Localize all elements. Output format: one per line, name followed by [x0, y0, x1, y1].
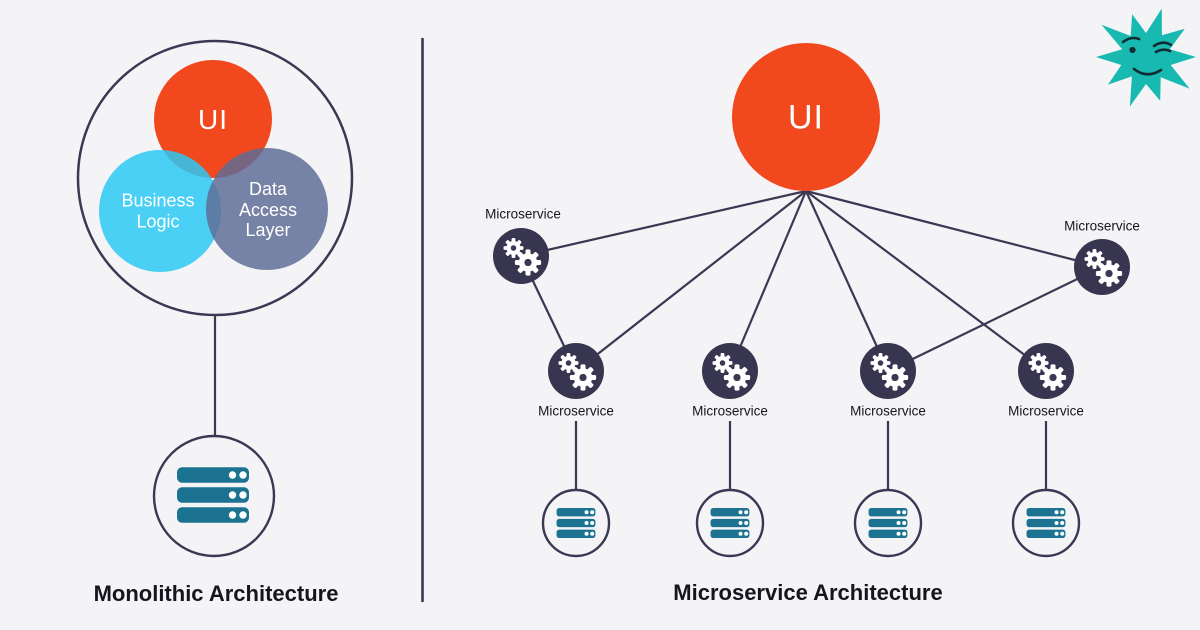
- edge-ui-to-mid2: [728, 190, 808, 372]
- business-logic-label: Business Logic: [121, 190, 195, 231]
- microservice-label-top-left: Microservice: [485, 206, 561, 222]
- microservice-node-mid-1: [548, 343, 604, 399]
- edge-ui-to-mid4: [805, 190, 1047, 372]
- monolith-ui-label: UI: [198, 104, 228, 135]
- microservice-ui-label: UI: [788, 98, 824, 137]
- mascot-face: [1121, 36, 1173, 76]
- microservice-label-top-right: Microservice: [1064, 218, 1140, 234]
- edge-topright-to-mid3: [887, 266, 1103, 372]
- monolith-database: [152, 434, 276, 558]
- data-access-circle: [206, 148, 328, 270]
- microservice-node-mid-3: [860, 343, 916, 399]
- monolithic-title: Monolithic Architecture: [93, 581, 339, 606]
- starburst-shape: [1096, 8, 1196, 107]
- microservice-node-top-right: [1074, 239, 1130, 295]
- microservice-node-mid-4: [1018, 343, 1074, 399]
- data-access-layer-label: Data Access Layer: [238, 178, 298, 241]
- microservice-label-mid-3: Microservice: [850, 403, 926, 419]
- monolith-venn: [99, 60, 328, 272]
- ui-hub-circle: [732, 43, 880, 191]
- business-logic-circle: [99, 150, 221, 272]
- microservice-edges: [520, 189, 1103, 490]
- microservice-node-top-left: [493, 228, 549, 284]
- microservice-title: Microservice Architecture: [673, 580, 943, 605]
- microservice-label-mid-4: Microservice: [1008, 403, 1084, 419]
- edge-ui-to-topright: [805, 189, 1103, 269]
- winking-starburst-mascot: [1096, 8, 1196, 107]
- edge-ui-to-topleft: [520, 189, 807, 258]
- microservice-node-mid-2: [702, 343, 758, 399]
- edge-ui-to-mid1: [575, 190, 807, 372]
- ui-circle: [154, 60, 272, 178]
- microservice-databases: [541, 488, 1081, 558]
- microservice-label-mid-1: Microservice: [538, 403, 614, 419]
- edge-ui-to-mid3: [804, 190, 890, 372]
- microservice-label-mid-2: Microservice: [692, 403, 768, 419]
